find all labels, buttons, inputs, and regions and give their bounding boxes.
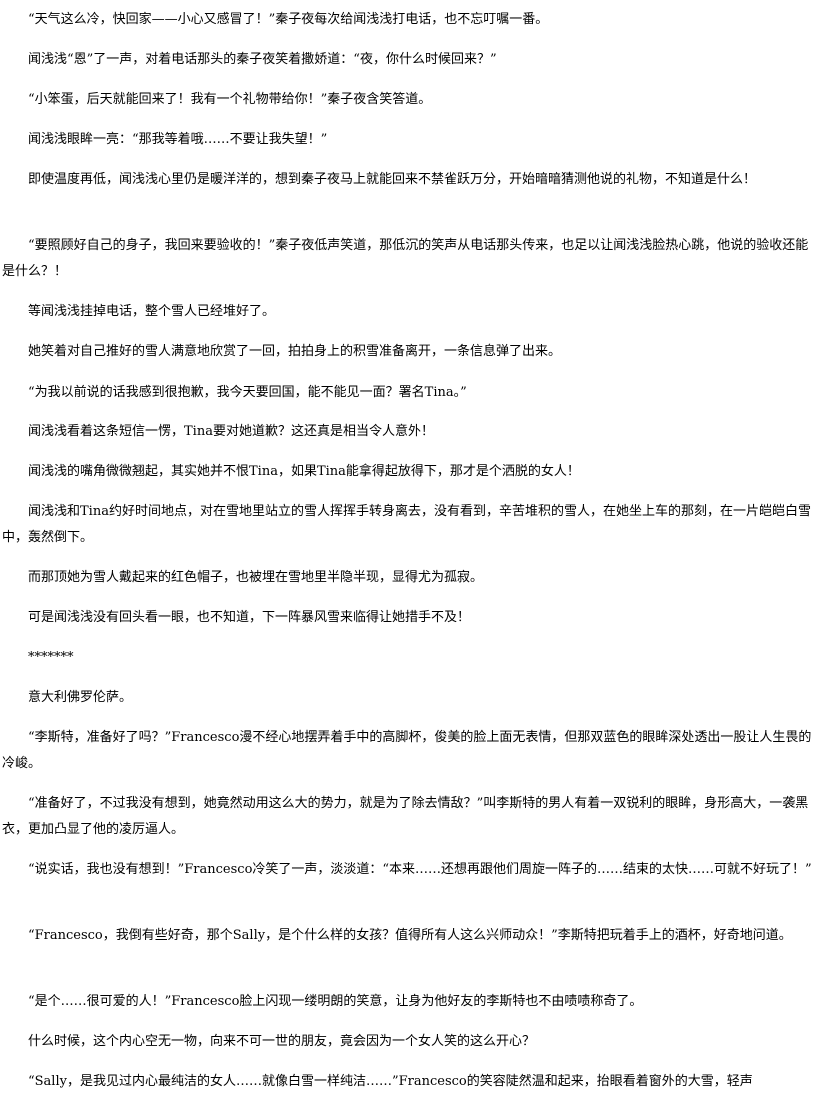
- paragraph: 什么时候，这个内心空无一物，向来不可一世的朋友，竟会因为一个女人笑的这么开心？: [28, 1034, 536, 1049]
- paragraph: 闻浅浅“恩”了一声，对着电话那头的秦子夜笑着撒娇道：“夜，你什么时候回来？”: [28, 52, 497, 67]
- paragraph: 可是闻浅浅没有回头看一眼，也不知道，下一阵暴风雪来临得让她措手不及！: [28, 610, 471, 625]
- paragraph: 闻浅浅和Tina约好时间地点，对在雪地里站立的雪人挥挥手转身离去，没有看到，辛苦…: [2, 504, 811, 545]
- paragraph: 闻浅浅眼眸一亮：“那我等着哦……不要让我失望！”: [28, 132, 328, 147]
- paragraph: 闻浅浅看着这条短信一愣，Tina要对她道歉？这还真是相当令人意外！: [28, 424, 434, 439]
- paragraph: “是个……很可爱的人！”Francesco脸上闪现一缕明朗的笑意，让身为他好友的…: [28, 994, 643, 1009]
- paragraph: “Sally，是我见过内心最纯洁的女人……就像白雪一样纯洁……”Francesc…: [28, 1074, 753, 1089]
- paragraph: 她笑着对自己推好的雪人满意地欣赏了一回，拍拍身上的积雪准备离开，一条信息弹了出来…: [28, 344, 562, 359]
- paragraph: 意大利佛罗伦萨。: [28, 690, 133, 705]
- paragraph: “李斯特，准备好了吗？”Francesco漫不经心地摆弄着手中的高脚杯，俊美的脸…: [2, 730, 812, 771]
- paragraph: 即使温度再低，闻浅浅心里仍是暖洋洋的，想到秦子夜马上就能回来不禁雀跃万分，开始暗…: [28, 172, 757, 187]
- paragraph: 等闻浅浅挂掉电话，整个雪人已经堆好了。: [28, 304, 276, 319]
- paragraph: “小笨蛋，后天就能回来了！我有一个礼物带给你！”秦子夜含笑答道。: [28, 92, 432, 107]
- paragraph: “为我以前说的话我感到很抱歉，我今天要回国，能不能见一面？署名Tina。”: [28, 385, 467, 400]
- paragraph: “说实话，我也没有想到！”Francesco冷笑了一声，淡淡道：“本来……还想再…: [28, 862, 812, 877]
- paragraph: “要照顾好自己的身子，我回来要验收的！”秦子夜低声笑道，那低沉的笑声从电话那头传…: [2, 238, 809, 279]
- paragraph: “准备好了，不过我没有想到，她竟然动用这么大的势力，就是为了除去情敌？”叫李斯特…: [2, 796, 809, 837]
- paragraph: “Francesco，我倒有些好奇，那个Sally，是个什么样的女孩？值得所有人…: [28, 928, 792, 943]
- paragraph: 闻浅浅的嘴角微微翘起，其实她并不恨Tina，如果Tina能拿得起放得下，那才是个…: [28, 464, 580, 479]
- paragraph: 而那顶她为雪人戴起来的红色帽子，也被埋在雪地里半隐半现，显得尤为孤寂。: [28, 570, 484, 585]
- section-separator: *******: [28, 650, 74, 665]
- paragraph: “天气这么冷，快回家——小心又感冒了！”秦子夜每次给闻浅浅打电话，也不忘叮嘱一番…: [28, 12, 549, 27]
